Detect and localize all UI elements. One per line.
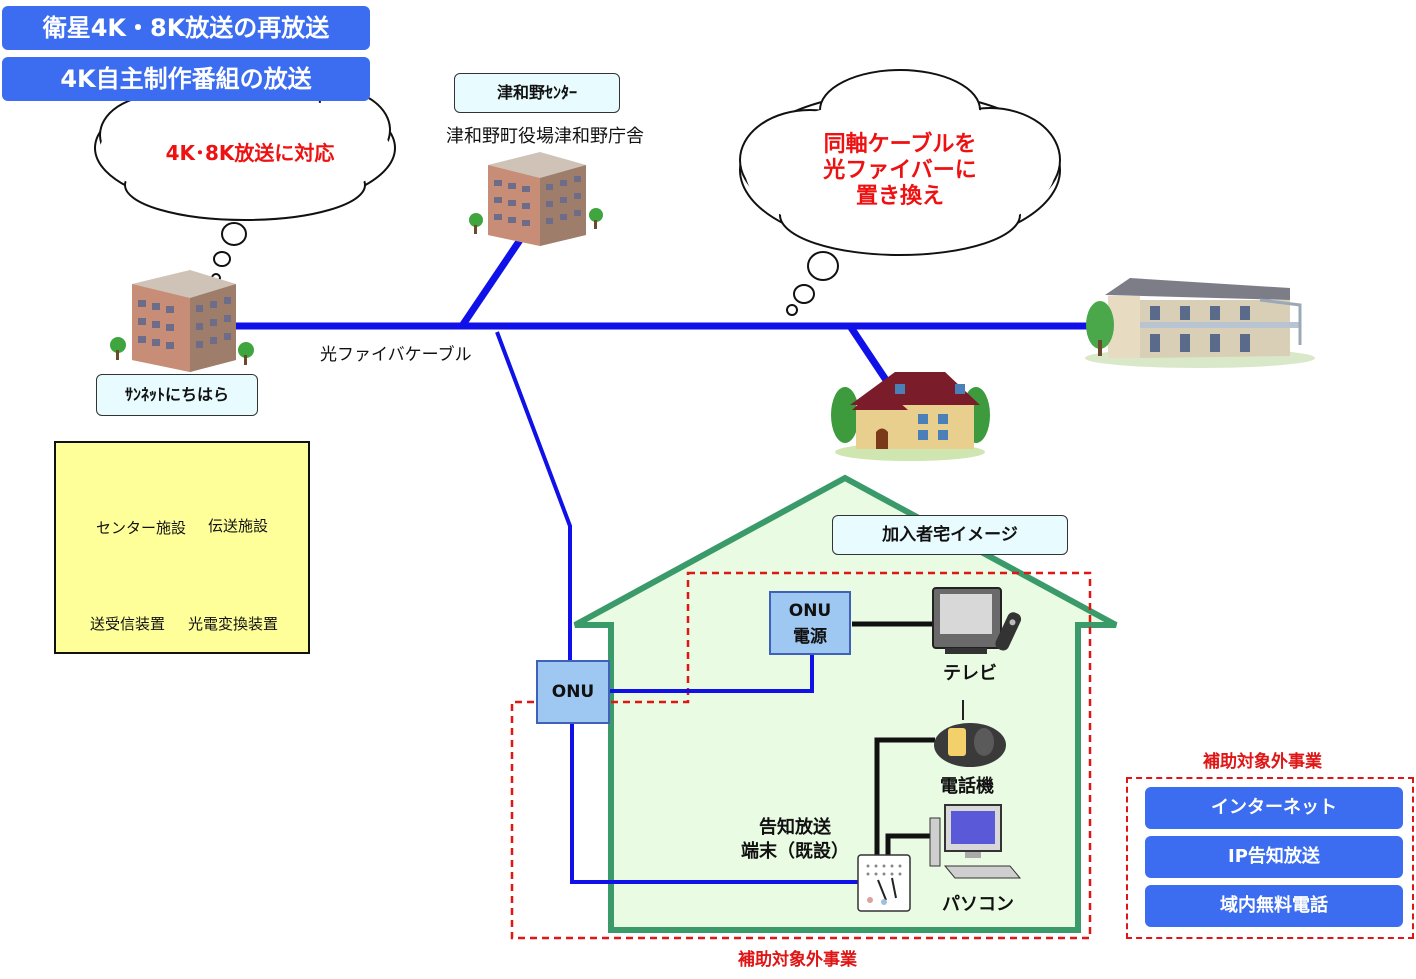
tsuwano-caption: 津和野町役場津和野庁舎 bbox=[446, 126, 644, 147]
legend-transmission-label: 伝送施設 bbox=[208, 517, 269, 535]
sunnet-label: ｻﾝﾈｯﾄにちはら bbox=[96, 374, 258, 416]
cloud-left-text: 4K･8K放送に対応 bbox=[165, 141, 335, 165]
fiber-branch-house bbox=[847, 324, 889, 382]
fiber-branch-tsuwano bbox=[459, 238, 523, 328]
legend-center-label: センター施設 bbox=[96, 519, 187, 537]
tsuwano-center-label: 津和野ｾﾝﾀｰ bbox=[454, 73, 620, 113]
onu-power-box: ONU 電源 bbox=[769, 591, 851, 655]
broadcast-terminal-label: 告知放送 端末（既設） bbox=[741, 817, 849, 862]
subscriber-title: 加入者宅イメージ bbox=[832, 515, 1068, 555]
excluded-label-right: 補助対象外事業 bbox=[1203, 752, 1322, 772]
fiber-drop bbox=[495, 331, 858, 884]
service-internet: インターネット bbox=[1145, 787, 1403, 829]
pc-icon bbox=[929, 804, 1022, 879]
onu-box: ONU bbox=[536, 660, 610, 724]
excluded-label-bottom: 補助対象外事業 bbox=[738, 950, 857, 970]
phone-icon bbox=[934, 700, 1006, 767]
service-free-phone: 域内無料電話 bbox=[1145, 885, 1403, 927]
legend-box: センター施設 伝送施設 送受信装置 光電変換装置 bbox=[54, 441, 310, 654]
legend-converter-label: 光電変換装置 bbox=[188, 615, 279, 633]
tv-icon bbox=[932, 587, 1022, 654]
tsuwano-building-icon bbox=[469, 152, 603, 246]
cloud-right-text: 同軸ケーブルを 光ファイバーに 置き換え bbox=[823, 132, 977, 209]
broadcast-terminal-icon bbox=[857, 854, 911, 912]
apartment-icon bbox=[1085, 278, 1315, 368]
phone-label: 電話機 bbox=[940, 776, 994, 797]
sunnet-building-icon bbox=[110, 270, 254, 372]
excluded-services-box bbox=[1126, 777, 1414, 939]
pc-label: パソコン bbox=[942, 894, 1014, 915]
service-ip-broadcast: IP告知放送 bbox=[1145, 836, 1403, 878]
fiber-cable-label: 光ファイバケーブル bbox=[320, 345, 472, 365]
fiber-cables bbox=[236, 238, 1095, 382]
banner-satellite-rebroadcast: 衛星4K・8K放送の再放送 bbox=[2, 6, 370, 50]
banner-local-production: 4K自主制作番組の放送 bbox=[2, 57, 370, 101]
internal-wiring bbox=[852, 621, 935, 860]
legend-transceiver-label: 送受信装置 bbox=[90, 615, 166, 633]
excluded-region-border bbox=[510, 571, 1092, 940]
detached-house-icon bbox=[831, 372, 990, 461]
tv-label: テレビ bbox=[943, 663, 997, 684]
cloud-right bbox=[739, 69, 1061, 316]
